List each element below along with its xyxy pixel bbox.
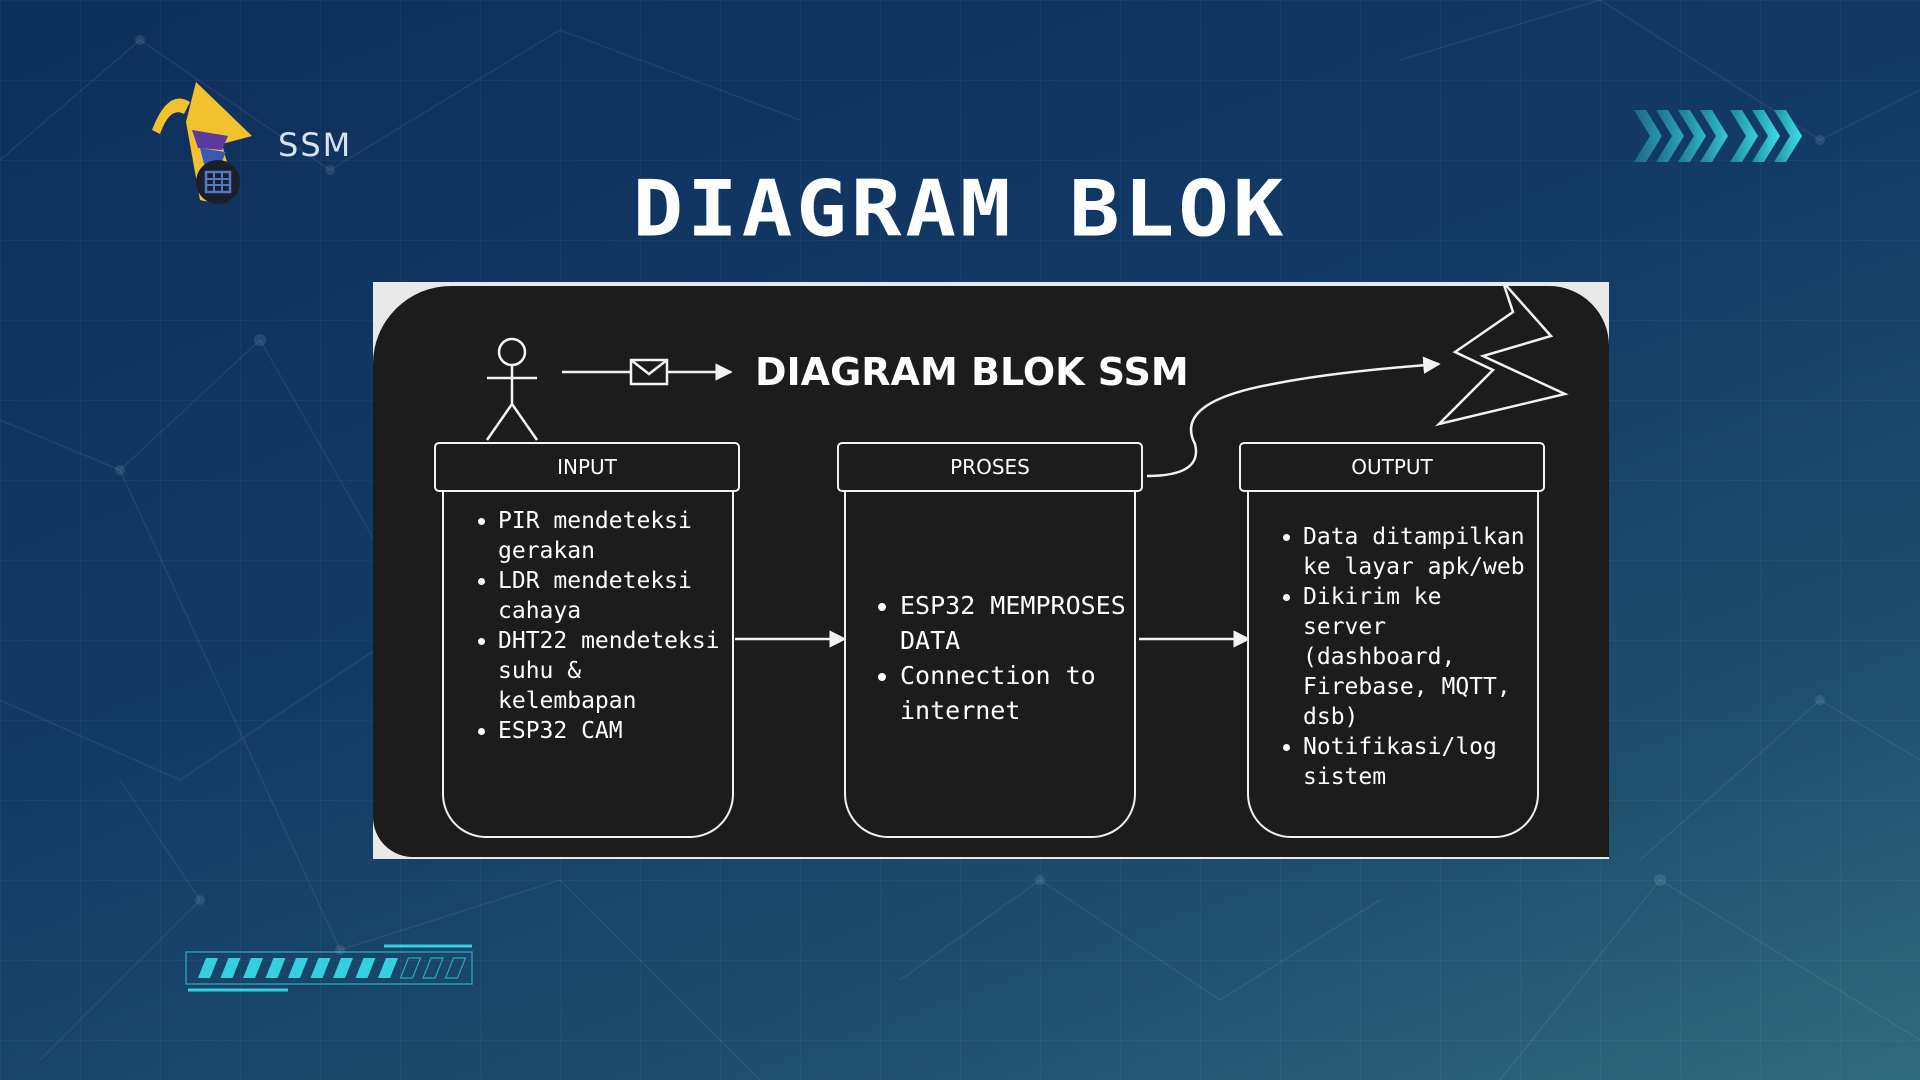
progress-segment: [422, 957, 444, 979]
progress-segment: [265, 958, 286, 978]
list-item: ESP32 MEMPROSES DATA: [900, 588, 1134, 658]
list-item: Dikirim ke server (dashboard, Firebase, …: [1303, 582, 1537, 732]
proses-block-body: ESP32 MEMPROSES DATA Connection to inter…: [844, 492, 1136, 838]
progress-segment: [333, 958, 353, 978]
progress-bar-decoration: [185, 944, 473, 992]
page-title: DIAGRAM BLOK: [632, 163, 1288, 255]
progress-segment: [355, 958, 376, 978]
list-item: LDR mendeteksi cahaya: [498, 566, 732, 626]
list-item: Connection to internet: [900, 658, 1134, 728]
list-item: Notifikasi/log sistem: [1303, 732, 1537, 792]
ssm-logo-icon: [152, 82, 252, 204]
brand-name: SSM: [278, 126, 353, 164]
person-icon: [485, 337, 539, 441]
input-block-header: INPUT: [434, 442, 740, 492]
progress-segment: [444, 957, 467, 979]
output-block-body: Data ditampilkan ke layar apk/web Dikiri…: [1247, 492, 1539, 838]
diagram-image: DIAGRAM BLOK SSM INPUT PIR mendeteksi ge…: [373, 282, 1609, 859]
list-item: DHT22 mendeteksi suhu & kelembapan: [498, 626, 732, 716]
lightning-icon: [1434, 282, 1569, 427]
list-item: Data ditampilkan ke layar apk/web: [1303, 522, 1537, 582]
progress-segment: [220, 958, 241, 978]
list-item: PIR mendeteksi gerakan: [498, 506, 732, 566]
list-item: ESP32 CAM: [498, 716, 732, 746]
output-block-header: OUTPUT: [1239, 442, 1545, 492]
progress-segment: [399, 957, 422, 979]
diagram-title: DIAGRAM BLOK SSM: [755, 350, 1189, 394]
chevron-right-icon: [1634, 110, 1802, 162]
progress-segment: [378, 958, 398, 978]
input-block-body: PIR mendeteksi gerakan LDR mendeteksi ca…: [442, 492, 734, 838]
progress-segment: [288, 958, 308, 978]
progress-segment: [310, 958, 331, 978]
diagram-connectors: [485, 282, 1569, 648]
progress-segment: [198, 958, 218, 978]
progress-segment: [243, 958, 263, 978]
envelope-icon: [629, 358, 669, 386]
proses-block-header: PROSES: [837, 442, 1143, 492]
